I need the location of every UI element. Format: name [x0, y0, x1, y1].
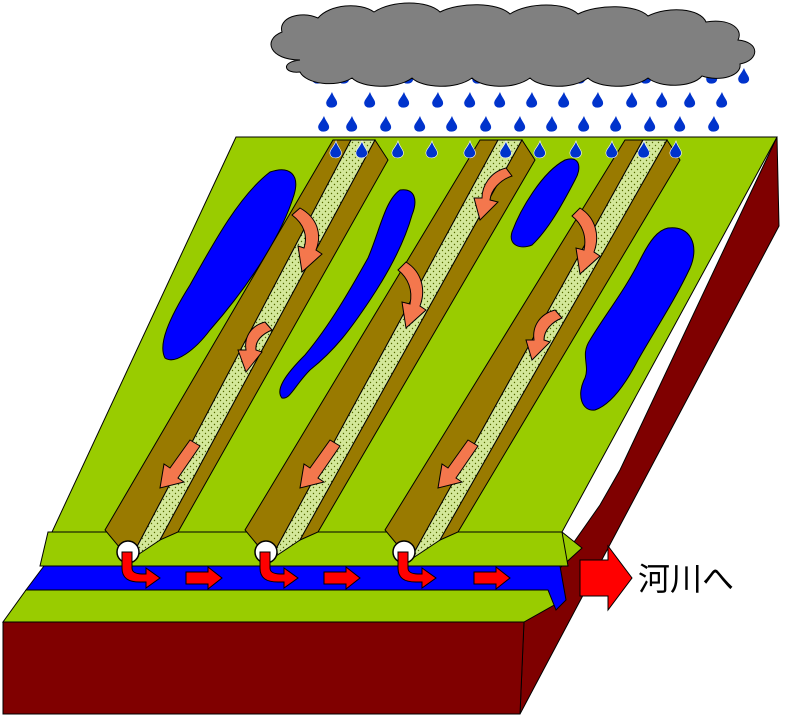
flow-arrow-icon [323, 565, 361, 591]
raindrop-icon [655, 89, 668, 109]
raindrop-icon [345, 113, 358, 133]
raindrop-icon [569, 139, 582, 159]
raindrop-icon [493, 89, 506, 109]
raindrop-icon [545, 113, 558, 133]
raindrop-icon [479, 113, 492, 133]
raindrop-icon [329, 139, 342, 159]
lower-terrace [2, 589, 561, 623]
raindrop-icon [499, 139, 512, 159]
raindrop-icon [431, 89, 444, 109]
ponding-pool-1 [162, 169, 297, 361]
raindrop-icon [683, 89, 696, 109]
raindrop-icon [609, 113, 622, 133]
outlet-flow-arrows [121, 551, 437, 589]
field-front-face [2, 621, 525, 715]
raindrop-icon [577, 113, 590, 133]
flow-arrow-icon [437, 439, 479, 489]
flow-arrow-icon [473, 167, 513, 221]
raindrop-icon [637, 139, 650, 159]
flow-arrow-icon [397, 261, 427, 329]
drainage-trench-3 [384, 139, 681, 561]
ponding-water [162, 158, 695, 411]
trench-wall-right-2 [298, 139, 536, 542]
raindrop-icon [707, 113, 720, 133]
flow-arrow-icon [525, 309, 563, 361]
rain [311, 65, 750, 159]
raindrop-icon [625, 89, 638, 109]
channel-flow-arrows [185, 565, 511, 591]
raindrop-icon [425, 139, 438, 159]
outlet-arrow-icon [259, 551, 299, 589]
raindrop-icon [379, 113, 392, 133]
flow-arrow-icon [291, 207, 323, 273]
ponding-pool-4 [580, 227, 695, 411]
raindrop-icon [445, 113, 458, 133]
flow-arrow-icon [237, 321, 273, 374]
flow-arrow-icon [159, 439, 201, 489]
raindrop-icon [715, 89, 728, 109]
raindrop-icon [413, 113, 426, 133]
flow-arrow-icon [299, 439, 341, 489]
ponding-pool-2 [279, 189, 416, 399]
outlet-arrow-icon [397, 551, 437, 589]
trench-wall-right-1 [158, 139, 389, 542]
rain-cloud-icon [270, 2, 756, 87]
raindrop-icon [669, 139, 682, 159]
flow-arrow-icon [185, 565, 223, 591]
destination-label: 河川へ [638, 560, 734, 598]
raindrop-icon [533, 139, 546, 159]
raindrop-icon [463, 89, 476, 109]
raindrop-icon [391, 139, 404, 159]
outlet-arrow-icon [121, 551, 161, 589]
raindrop-icon [643, 113, 656, 133]
raindrop-icon [525, 89, 538, 109]
raindrop-icon [513, 113, 526, 133]
raindrop-icon [557, 89, 570, 109]
flow-arrow-icon [473, 565, 511, 591]
raindrop-icon [363, 89, 376, 109]
flow-arrow-icon [571, 207, 601, 275]
trench-flow-arrows [159, 167, 601, 489]
raindrop-icon [673, 113, 686, 133]
raindrop-icon [605, 139, 618, 159]
raindrop-icon [355, 139, 368, 159]
raindrop-icon [397, 89, 410, 109]
raindrop-icon [325, 89, 338, 109]
raindrop-icon [463, 139, 476, 159]
ponding-pool-3 [510, 158, 580, 248]
raindrop-icon [317, 113, 330, 133]
raindrop-icon [737, 65, 750, 85]
outlet-arrow-icon [579, 544, 633, 612]
raindrop-icon [591, 89, 604, 109]
